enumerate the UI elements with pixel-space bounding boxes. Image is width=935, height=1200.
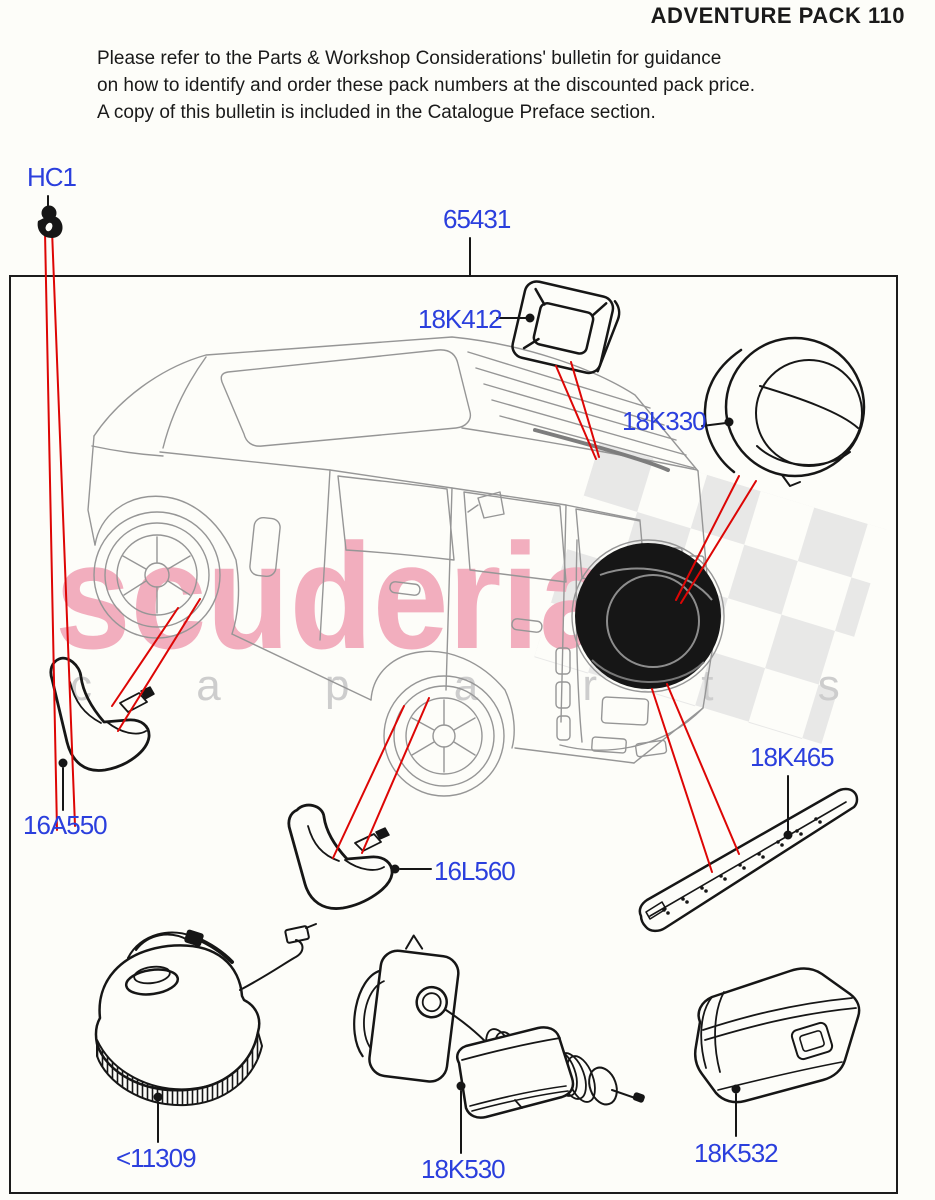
- part-label-16A550[interactable]: 16A550: [23, 810, 108, 840]
- compressor-kit-part-18K530: [353, 934, 645, 1119]
- part-label-18K412[interactable]: 18K412: [418, 304, 503, 334]
- bolt-icon: [37, 205, 63, 238]
- leader-lines: [44, 229, 757, 873]
- part-label-18K532[interactable]: 18K532: [694, 1138, 779, 1168]
- bulletin-notice-line3: A copy of this bulletin is included in t…: [97, 102, 656, 123]
- air-compressor-part-11309: [94, 923, 317, 1107]
- part-label-16L560[interactable]: 16L560: [434, 856, 516, 886]
- storage-case-part-18K532: [694, 967, 861, 1104]
- tailgate-frame-part-18K412: [511, 280, 621, 375]
- bulletin-notice-line1: Please refer to the Parts & Workshop Con…: [97, 48, 722, 69]
- part-label-18K465[interactable]: 18K465: [750, 742, 835, 772]
- part-label-HC1[interactable]: HC1: [27, 162, 77, 192]
- callout-lines: [47, 195, 793, 1154]
- part-label-11309[interactable]: <11309: [116, 1143, 197, 1173]
- bulletin-notice-line2: on how to identify and order these pack …: [97, 75, 756, 96]
- part-label-65431[interactable]: 65431: [443, 204, 511, 234]
- svg-text:scuderia: scuderia: [55, 512, 616, 680]
- vehicle-sketch: [87, 336, 714, 797]
- part-label-18K330[interactable]: 18K330: [622, 406, 707, 436]
- front-mudflap-part-16A550: [49, 656, 155, 772]
- spare-wheel-cover-part-18K330: [703, 336, 866, 487]
- part-label-18K530[interactable]: 18K530: [421, 1154, 506, 1184]
- bumper-tread-plate-part-18K465: [638, 787, 859, 933]
- pack-boundary-box: [9, 275, 898, 1194]
- rear-mudflap-part-16L560: [287, 803, 394, 910]
- page-title: ADVENTURE PACK 110: [650, 3, 905, 28]
